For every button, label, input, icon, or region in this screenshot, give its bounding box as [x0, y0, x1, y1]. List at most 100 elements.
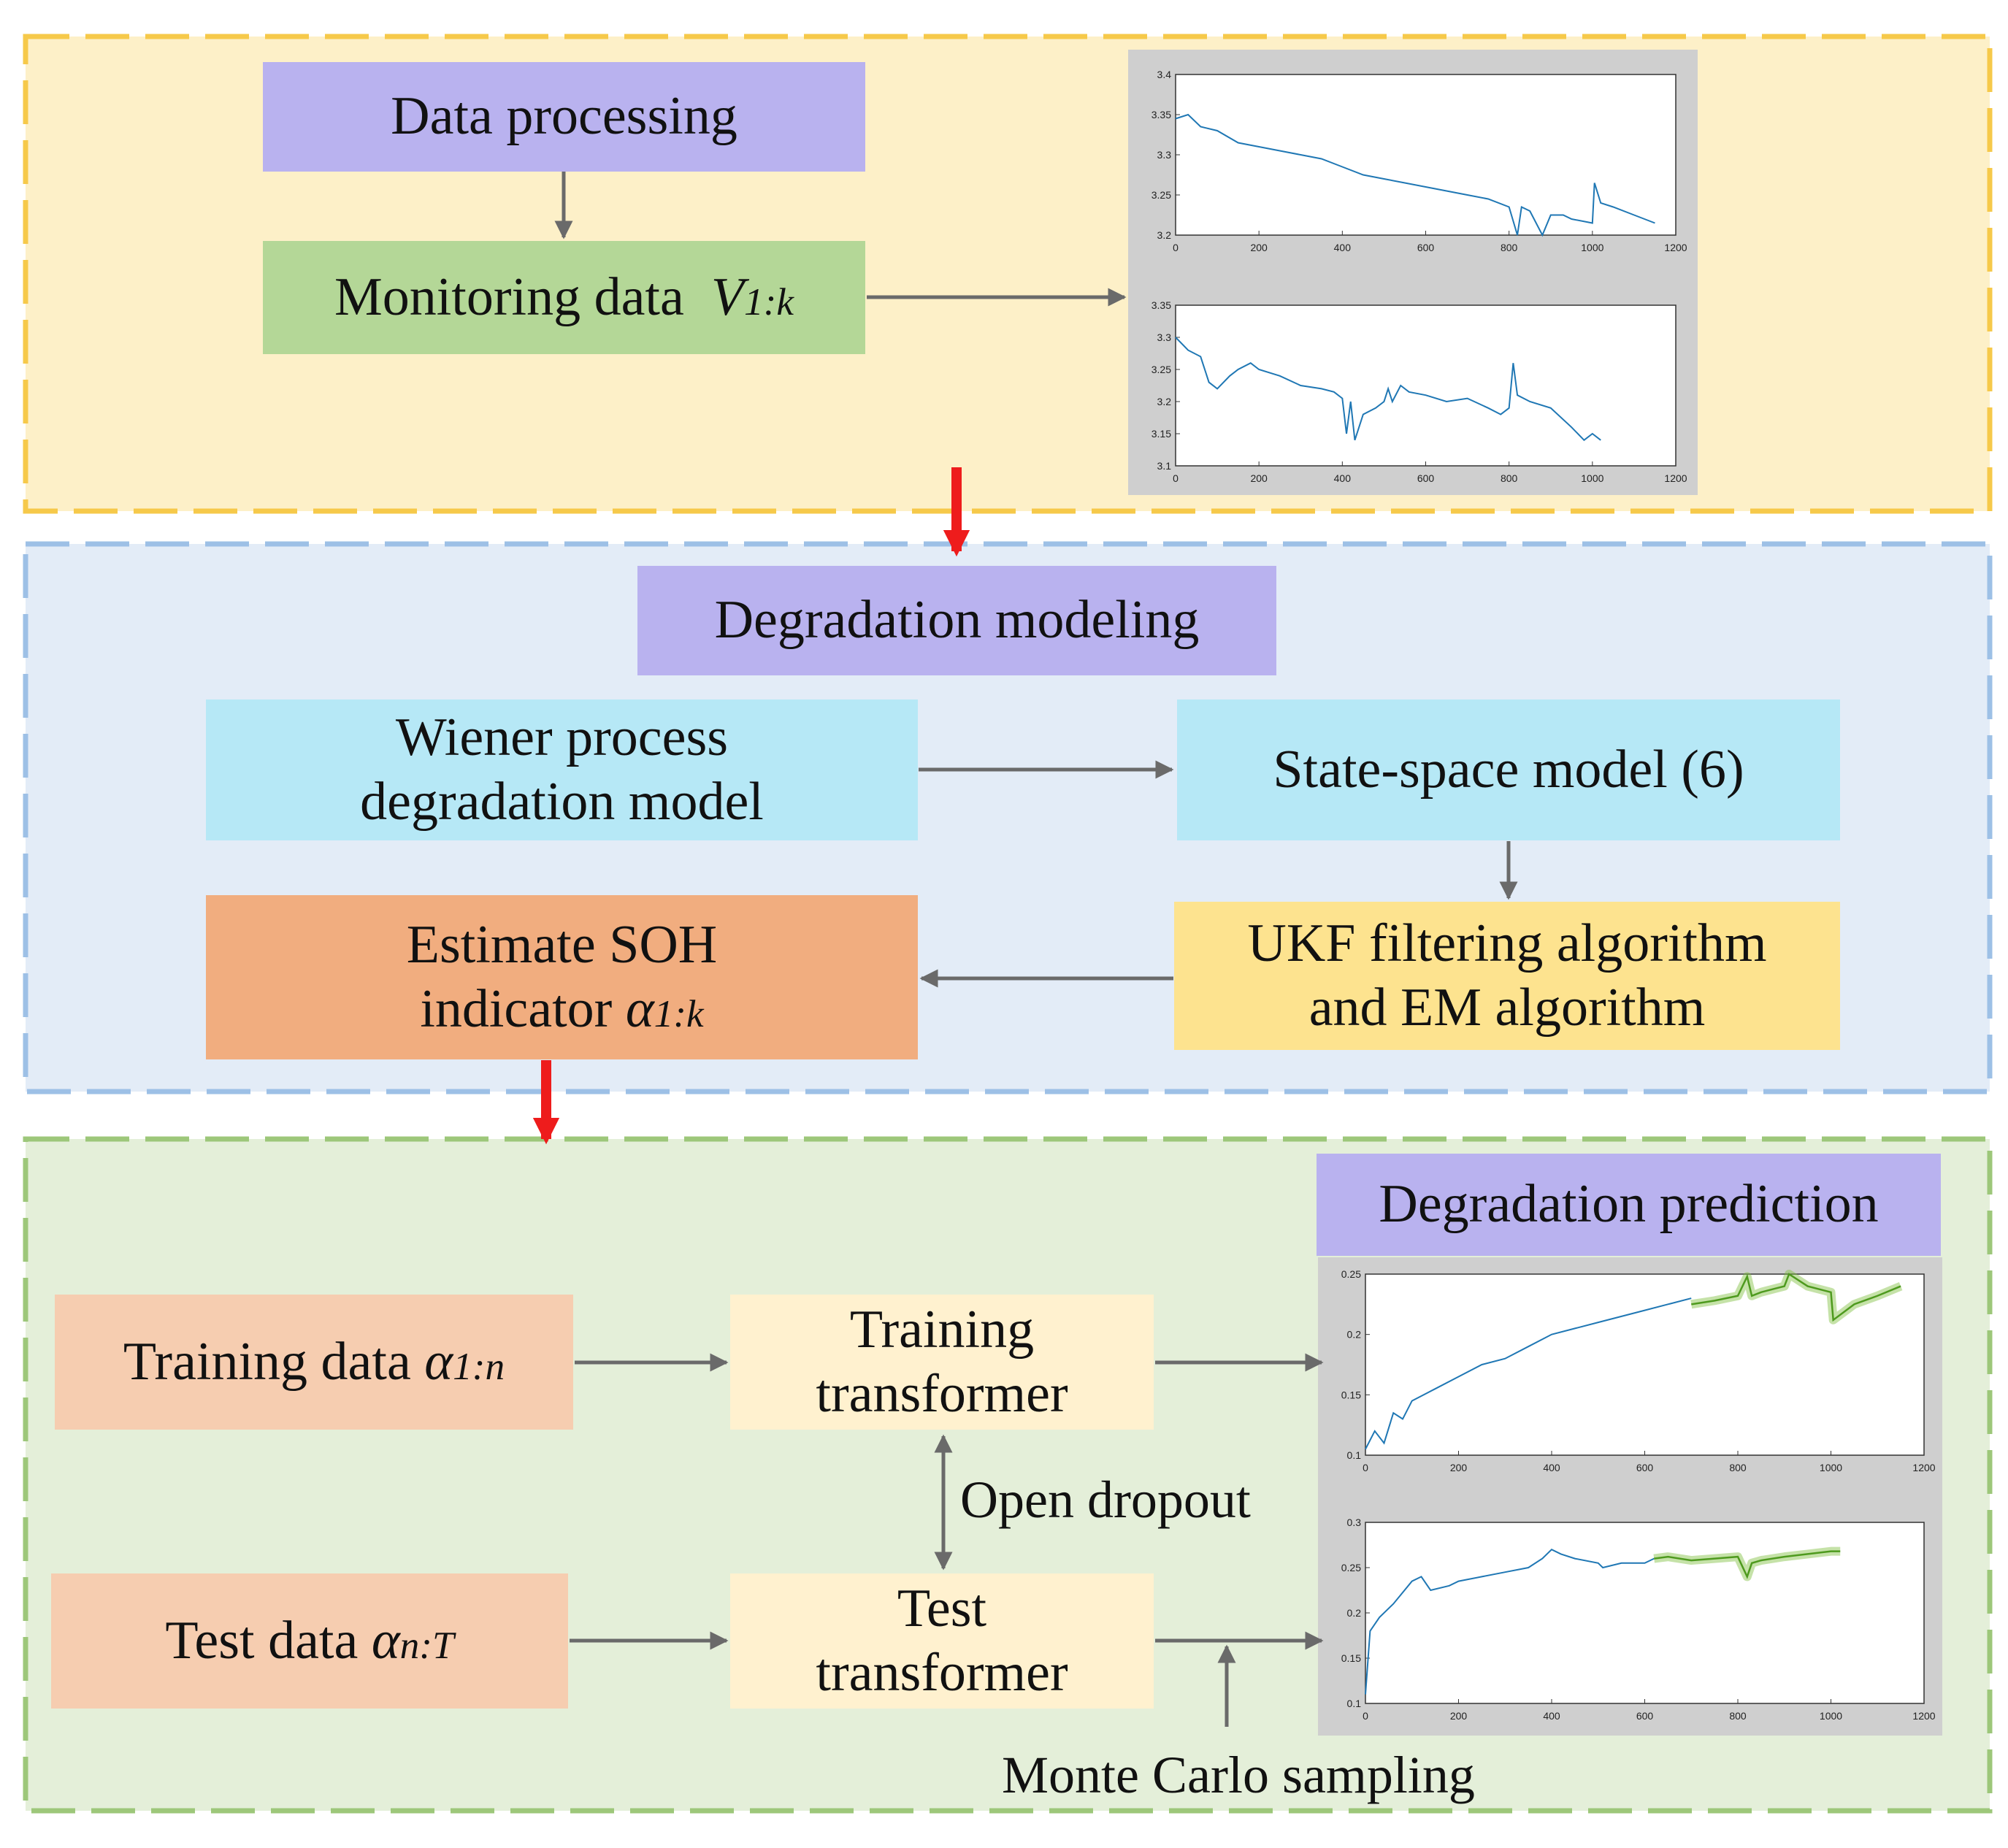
y-tick-label: 0.1 — [1347, 1698, 1362, 1709]
chart-svg: 0 200 400 600 800 1000 1200 0.1 0.15 0.2 0.25 — [1341, 1268, 1936, 1473]
plot-area — [1175, 74, 1676, 236]
x-tick-label: 200 — [1250, 472, 1268, 484]
degradation-prediction-title-text: Degradation prediction — [1379, 1174, 1879, 1235]
soh-line-2: indicator α1:k — [420, 978, 703, 1041]
prediction-plot-1: 0 200 400 600 800 1000 1200 0.1 0.15 0.2 0.25 — [1325, 1267, 1936, 1479]
x-tick-label: 1000 — [1820, 1462, 1842, 1473]
y-tick-label: 0.15 — [1341, 1652, 1361, 1664]
y-tick-label: 0.1 — [1347, 1449, 1362, 1461]
y-tick-label: 3.3 — [1157, 331, 1172, 343]
training-var: α — [424, 1331, 453, 1392]
wiener-process-box: Wiener process degradation model — [206, 699, 918, 840]
open-dropout-label: Open dropout — [960, 1471, 1251, 1529]
degradation-prediction-title: Degradation prediction — [1317, 1154, 1941, 1256]
y-tick-label: 3.35 — [1151, 299, 1171, 311]
y-tick-label: 3.35 — [1151, 109, 1171, 120]
x-tick-label: 200 — [1450, 1710, 1468, 1722]
x-tick-label: 600 — [1636, 1462, 1654, 1473]
x-tick-label: 0 — [1173, 242, 1179, 253]
voltage-plot-2: 0 200 400 600 800 1000 1200 3.1 3.15 3.2 3.25 3.3 3.… — [1135, 298, 1687, 489]
chart-svg: 0 200 400 600 800 1000 1200 3.2 3.25 3.3 3.35 3.4 — [1151, 69, 1687, 253]
monitoring-data-sub: 1:k — [744, 280, 794, 323]
test-tf-line-2: transformer — [816, 1642, 1068, 1703]
x-tick-label: 200 — [1250, 242, 1268, 253]
ukf-line-1: UKF filtering algorithm — [1247, 913, 1767, 974]
y-tick-label: 3.2 — [1157, 396, 1172, 407]
y-tick-label: 0.25 — [1341, 1268, 1361, 1280]
test-tf-line-1: Test — [897, 1579, 987, 1639]
soh-var: α — [625, 978, 654, 1039]
x-tick-label: 400 — [1334, 472, 1352, 484]
x-tick-label: 800 — [1501, 242, 1518, 253]
x-tick-label: 1200 — [1912, 1462, 1935, 1473]
test-sub: n:T — [399, 1623, 454, 1667]
monitoring-data-box: Monitoring data V1:k — [263, 241, 865, 354]
soh-line-1: Estimate SOH — [406, 915, 718, 975]
y-tick-label: 0.15 — [1341, 1389, 1361, 1400]
x-tick-label: 1200 — [1664, 242, 1687, 253]
x-tick-label: 400 — [1334, 242, 1352, 253]
plot-area — [1365, 1273, 1925, 1456]
training-tf-line-1: Training — [849, 1300, 1035, 1360]
x-tick-label: 600 — [1636, 1710, 1654, 1722]
data-processing-title-text: Data processing — [391, 86, 737, 147]
x-tick-label: 0 — [1173, 472, 1179, 484]
y-tick-label: 3.25 — [1151, 189, 1171, 201]
prediction-plot-2: 0 200 400 600 800 1000 1200 0.1 0.15 0.2 0.25 0.3 — [1325, 1515, 1936, 1727]
y-tick-label: 3.15 — [1151, 428, 1171, 440]
x-tick-label: 400 — [1543, 1710, 1560, 1722]
chart-svg: 0 200 400 600 800 1000 1200 3.1 3.15 3.2 3.25 3.3 3.… — [1151, 299, 1687, 484]
wiener-line-2: degradation model — [360, 771, 764, 832]
degradation-modeling-title: Degradation modeling — [637, 566, 1276, 675]
test-var: α — [371, 1610, 400, 1671]
wiener-line-1: Wiener process — [395, 708, 729, 768]
ukf-line-2: and EM algorithm — [1308, 977, 1706, 1038]
plot-area — [1175, 304, 1676, 467]
x-tick-label: 0 — [1363, 1710, 1368, 1722]
data-processing-title: Data processing — [263, 62, 865, 172]
monte-carlo-label: Monte Carlo sampling — [1002, 1746, 1475, 1804]
y-tick-label: 3.4 — [1157, 69, 1172, 80]
soh-sub: 1:k — [654, 992, 704, 1035]
y-tick-label: 0.3 — [1347, 1517, 1362, 1528]
y-tick-label: 3.1 — [1157, 460, 1172, 472]
y-tick-label: 3.2 — [1157, 229, 1172, 241]
y-tick-label: 3.25 — [1151, 364, 1171, 375]
training-sub: 1:n — [453, 1344, 505, 1388]
x-tick-label: 800 — [1501, 472, 1518, 484]
x-tick-label: 600 — [1417, 472, 1435, 484]
chart-svg: 0 200 400 600 800 1000 1200 0.1 0.15 0.2 0.25 0.3 — [1341, 1517, 1936, 1722]
x-tick-label: 800 — [1729, 1462, 1747, 1473]
x-tick-label: 400 — [1543, 1462, 1560, 1473]
x-tick-label: 1200 — [1664, 472, 1687, 484]
test-data-text: Test data — [165, 1610, 359, 1671]
x-tick-label: 1000 — [1581, 472, 1603, 484]
training-data-label: Training data α1:n — [123, 1330, 505, 1394]
monitoring-data-label: Monitoring data V1:k — [334, 266, 794, 329]
x-tick-label: 800 — [1729, 1710, 1747, 1722]
state-space-model-box: State-space model (6) — [1177, 699, 1840, 840]
y-tick-label: 0.2 — [1347, 1607, 1362, 1619]
training-transformer-box: Training transformer — [730, 1295, 1154, 1430]
estimate-soh-box: Estimate SOH indicator α1:k — [206, 895, 918, 1059]
training-data-text: Training data — [123, 1331, 411, 1392]
monitoring-data-var: V — [710, 267, 745, 327]
test-transformer-box: Test transformer — [730, 1573, 1154, 1709]
x-tick-label: 1000 — [1581, 242, 1603, 253]
training-tf-line-2: transformer — [816, 1363, 1068, 1424]
x-tick-label: 1000 — [1820, 1710, 1842, 1722]
degradation-modeling-title-text: Degradation modeling — [714, 590, 1200, 651]
y-tick-label: 0.25 — [1341, 1562, 1361, 1573]
x-tick-label: 600 — [1417, 242, 1435, 253]
x-tick-label: 0 — [1363, 1462, 1368, 1473]
x-tick-label: 200 — [1450, 1462, 1468, 1473]
x-tick-label: 1200 — [1912, 1710, 1935, 1722]
monitoring-data-text: Monitoring data — [334, 267, 684, 327]
y-tick-label: 3.3 — [1157, 149, 1172, 161]
ukf-em-box: UKF filtering algorithm and EM algorithm — [1174, 902, 1840, 1050]
soh-indicator-text: indicator — [420, 978, 613, 1039]
state-space-text: State-space model (6) — [1273, 739, 1744, 800]
test-data-label: Test data αn:T — [165, 1609, 453, 1673]
y-tick-label: 0.2 — [1347, 1329, 1362, 1341]
test-data-box: Test data αn:T — [51, 1573, 568, 1709]
